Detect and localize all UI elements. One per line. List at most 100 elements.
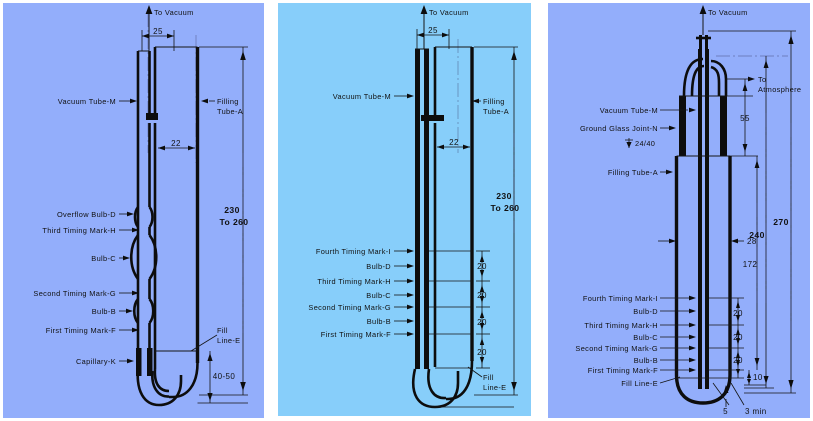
- label-fill-line-e: Fill Line-E: [621, 379, 658, 388]
- dimension-value-20-a: 20: [733, 309, 743, 318]
- panel-right: To Vacuum: [548, 3, 810, 418]
- label-vacuum-tube-m: Vacuum Tube-M: [333, 92, 391, 101]
- label-column-middle: Vacuum Tube-M Filling Tube-A Fourth Timi…: [308, 92, 509, 339]
- label-third-timing-mark-h: Third Timing Mark-H: [317, 277, 391, 286]
- dimension-5-and-3min-right: [712, 382, 745, 407]
- to-atmosphere-arrow: [726, 76, 755, 82]
- label-to-atmosphere-to: To: [758, 75, 767, 84]
- dimension-value-to-260: To 260: [220, 217, 249, 227]
- panel-left: To Vacuum 25: [3, 3, 264, 418]
- dimension-value-55: 55: [740, 114, 750, 123]
- vacuum-tube-m-glass: [136, 50, 151, 368]
- label-column-left: Vacuum Tube-M Filling Tube-A Overflow Bu…: [33, 97, 243, 366]
- label-vacuum-tube-m: Vacuum Tube-M: [600, 106, 658, 115]
- filling-tube-a-glass: [433, 46, 474, 367]
- joint-symbol-icon: [625, 138, 633, 148]
- dimension-value-172: 172: [743, 260, 758, 269]
- dimension-value-230: 230: [496, 191, 512, 201]
- dimension-value-230: 230: [224, 205, 240, 215]
- dimension-25-left: [141, 30, 175, 51]
- label-bulb-c: Bulb-C: [366, 291, 391, 300]
- to-vacuum-arrow-right: [699, 5, 707, 35]
- dimension-value-3min: 3 min: [745, 407, 767, 416]
- label-bulb-d: Bulb-D: [366, 262, 391, 271]
- u-bend-bottom-middle: [412, 368, 460, 409]
- label-joint-size: 24/40: [635, 139, 655, 148]
- label-filling-tube-a: Filling Tube-A: [608, 168, 658, 177]
- label-third-timing-mark-h: Third Timing Mark-H: [584, 321, 658, 330]
- dimension-value-28: 28: [747, 237, 757, 246]
- label-to-vacuum: To Vacuum: [708, 8, 748, 17]
- dimension-value-20-d: 20: [477, 348, 487, 357]
- dimension-value-10: 10: [753, 373, 763, 382]
- label-bulb-b: Bulb-B: [634, 356, 658, 365]
- dimension-value-20-c: 20: [733, 356, 743, 365]
- dimension-value-270: 270: [773, 217, 789, 227]
- dimension-240-right: [744, 56, 774, 389]
- outer-bowl-left: [169, 362, 199, 399]
- filling-tube-a-glass: [153, 46, 200, 369]
- tube-seal-block: [421, 115, 444, 121]
- dimension-value-to-260: To 260: [491, 203, 520, 213]
- label-third-timing-mark-h: Third Timing Mark-H: [42, 226, 116, 235]
- dimension-value-25: 25: [428, 26, 438, 35]
- dimension-28-right: [658, 238, 744, 244]
- vacuum-tube-m-glass: [696, 35, 711, 389]
- to-vacuum-arrow-middle: [420, 5, 428, 49]
- label-fill: Fill: [217, 326, 228, 335]
- label-bulb-d: Bulb-D: [633, 307, 658, 316]
- label-filling: Filling: [217, 97, 239, 106]
- label-line-e: Line-E: [217, 336, 240, 345]
- dimension-270-right: [744, 31, 796, 394]
- label-to-vacuum: To Vacuum: [154, 8, 194, 17]
- panel-middle: To Vacuum 25: [278, 3, 531, 416]
- label-filling: Filling: [483, 97, 505, 106]
- u-bend-bottom-left: [136, 367, 183, 407]
- dimension-value-22: 22: [449, 138, 459, 147]
- to-vacuum-arrow-left: [145, 5, 153, 51]
- label-bulb-b: Bulb-B: [92, 307, 116, 316]
- dimension-20-stack-right: [736, 298, 740, 378]
- bulb-group-left: [129, 206, 158, 324]
- vacuum-tube-m-glass: [415, 48, 429, 369]
- dimension-55-right: [742, 79, 748, 156]
- label-capillary-k: Capillary-K: [76, 357, 116, 366]
- label-to-atmosphere: Atmosphere: [758, 85, 801, 94]
- dimension-22-left: [158, 145, 195, 151]
- dimension-value-20-a: 20: [477, 262, 487, 271]
- dimension-230-260-left: [199, 46, 248, 396]
- label-fourth-timing-mark-i: Fourth Timing Mark-I: [316, 247, 391, 256]
- label-tube-a: Tube-A: [217, 107, 243, 116]
- label-first-timing-mark-f: First Timing Mark-F: [321, 330, 391, 339]
- side-arm-glass: [682, 57, 728, 97]
- dimension-value-20-b: 20: [733, 333, 743, 342]
- dimension-40-50-left: [197, 351, 248, 404]
- label-first-timing-mark-f: First Timing Mark-F: [46, 326, 116, 335]
- label-to-vacuum: To Vacuum: [429, 8, 469, 17]
- dimension-172-right: [754, 156, 760, 370]
- dimension-value-20-c: 20: [477, 318, 487, 327]
- dimension-25-middle: [416, 29, 450, 49]
- dimension-22-middle: [437, 144, 470, 150]
- label-tube-a: Tube-A: [483, 107, 509, 116]
- label-second-timing-mark-g: Second Timing Mark-G: [575, 344, 658, 353]
- dimension-value-5: 5: [723, 407, 728, 416]
- label-line-e: Line-E: [483, 383, 506, 392]
- label-column-right: Vacuum Tube-M Ground Glass Joint-N 24/40…: [575, 106, 696, 388]
- label-bulb-c: Bulb-C: [91, 254, 116, 263]
- tube-seal-block: [146, 113, 158, 120]
- filling-tube-a-glass: [674, 156, 732, 405]
- dimension-value-25: 25: [153, 27, 163, 36]
- label-fill: Fill: [483, 373, 494, 382]
- dimension-230-260-middle: [474, 46, 518, 396]
- label-vacuum-tube-m: Vacuum Tube-M: [58, 97, 116, 106]
- dimension-value-20-b: 20: [477, 291, 487, 300]
- label-ground-glass-joint-n: Ground Glass Joint-N: [580, 124, 658, 133]
- dimension-10-right: [744, 370, 766, 386]
- label-first-timing-mark-f: First Timing Mark-F: [588, 366, 658, 375]
- dimension-20-stack-middle: [476, 250, 490, 369]
- label-bulb-c: Bulb-C: [633, 333, 658, 342]
- capillary-k-glass: [136, 348, 142, 376]
- label-second-timing-mark-g: Second Timing Mark-G: [308, 303, 391, 312]
